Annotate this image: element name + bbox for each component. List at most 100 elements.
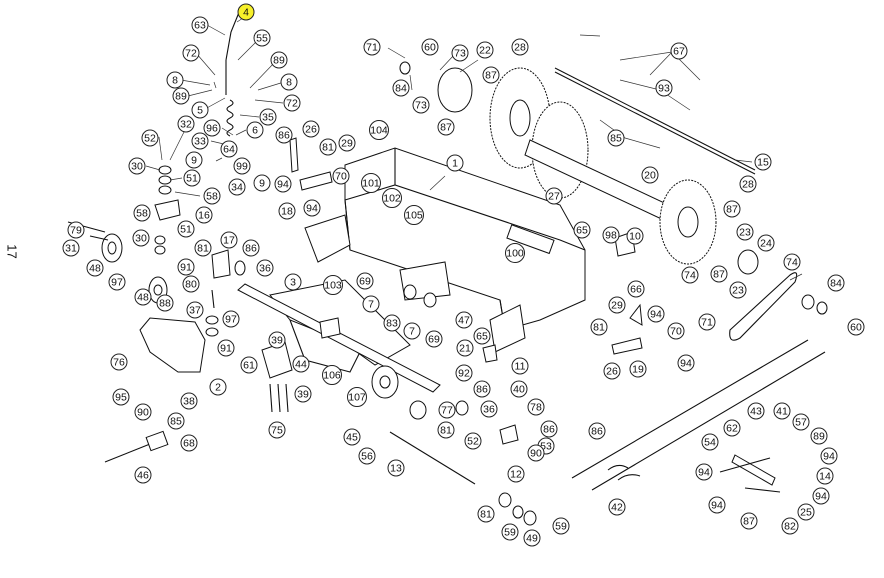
callout: 40 [510, 380, 528, 398]
callout-circle [647, 305, 665, 323]
callout-label: 53 [540, 441, 552, 453]
callout: 13 [387, 459, 405, 477]
callout-circle [284, 273, 302, 291]
callout-circle [425, 330, 443, 348]
callout: 101 [361, 173, 381, 193]
callout: 81 [319, 138, 337, 156]
callout: 11 [511, 357, 529, 375]
callout-label: 1 [452, 158, 458, 170]
callout-circle [792, 413, 810, 431]
callout: 8 [166, 71, 184, 89]
callout-label: 81 [593, 322, 605, 334]
callout-label: 65 [476, 331, 488, 343]
callout: 75 [268, 421, 286, 439]
callout-label: 81 [440, 425, 452, 437]
callout: 52 [141, 129, 159, 147]
handle-tube-upper [571, 339, 809, 479]
callout-label: 88 [159, 298, 171, 310]
callout: 32 [177, 115, 195, 133]
callout: 107 [347, 387, 367, 407]
callout-label: 25 [800, 507, 812, 519]
callout: 36 [256, 259, 274, 277]
callout: 44 [292, 355, 310, 373]
callout-label: 29 [341, 138, 353, 150]
callout: 52 [464, 432, 482, 450]
callout-label: 46 [137, 470, 149, 482]
callout-label: 9 [259, 178, 265, 190]
callout-circle [608, 498, 626, 516]
callout-label: 94 [823, 451, 835, 463]
callout: 1 [446, 154, 464, 172]
callout-label: 70 [335, 171, 347, 183]
callout: 10 [626, 227, 644, 245]
callout: 69 [425, 330, 443, 348]
handle-tube-lower [591, 351, 826, 491]
callout-label: 60 [850, 322, 862, 334]
handle-tube [225, 9, 241, 61]
callout: 28 [511, 38, 529, 56]
callout-circle [332, 167, 350, 185]
callout-label: 8 [286, 77, 292, 89]
callout-label: 59 [555, 521, 567, 533]
callout-circle [222, 310, 240, 328]
callout-label: 39 [271, 335, 283, 347]
callout-circle [523, 529, 541, 547]
callout-label: 52 [144, 133, 156, 145]
callout-label: 79 [70, 225, 82, 237]
callout-label: 41 [776, 406, 788, 418]
callout-circle [134, 466, 152, 484]
callout-label: 28 [742, 179, 754, 191]
callout-circle [220, 231, 238, 249]
callout-circle [383, 314, 401, 332]
callout-circle [437, 421, 455, 439]
callout-label: 94 [680, 358, 692, 370]
callout-circle [110, 353, 128, 371]
callout-label: 10 [629, 231, 641, 243]
callout: 102 [382, 188, 402, 208]
callout-label: 39 [297, 389, 309, 401]
callout-circle [747, 402, 765, 420]
callout-circle [185, 151, 203, 169]
callout: 37 [186, 301, 204, 319]
callout-label: 69 [359, 276, 371, 288]
callout: 76 [110, 353, 128, 371]
callout: 54 [701, 433, 719, 451]
callout-circle [177, 220, 195, 238]
callout: 97 [222, 310, 240, 328]
callout: 3 [284, 273, 302, 291]
callout-circle [527, 398, 545, 416]
callout: 20 [641, 166, 659, 184]
callout-circle [358, 447, 376, 465]
callout: 94 [647, 305, 665, 323]
callout-circle [455, 311, 473, 329]
callout-label: 38 [183, 396, 195, 408]
callout-label: 73 [415, 100, 427, 112]
callout-circle [302, 120, 320, 138]
callout: 82 [781, 517, 799, 535]
callout: 19 [629, 360, 647, 378]
drive-belt [729, 272, 798, 341]
callout: 51 [177, 220, 195, 238]
callout-circle [403, 322, 421, 340]
callout-circle [166, 71, 184, 89]
callout-circle [237, 3, 255, 21]
callout-circle [253, 29, 271, 47]
brush-drum-left [489, 67, 589, 199]
callout: 79 [67, 221, 85, 239]
callout: 15 [754, 153, 772, 171]
callout: 86 [242, 239, 260, 257]
callout-circle [132, 229, 150, 247]
callout-circle [783, 253, 801, 271]
callout: 72 [182, 44, 200, 62]
callout-label: 96 [206, 123, 218, 135]
callout: 104 [369, 120, 389, 140]
callout-label: 77 [441, 405, 453, 417]
callout-circle [134, 403, 152, 421]
callout: 9 [253, 174, 271, 192]
callout: 71 [698, 313, 716, 331]
callout-circle [708, 496, 726, 514]
callout: 16 [195, 206, 213, 224]
callout: 62 [723, 419, 741, 437]
callout: 25 [797, 503, 815, 521]
